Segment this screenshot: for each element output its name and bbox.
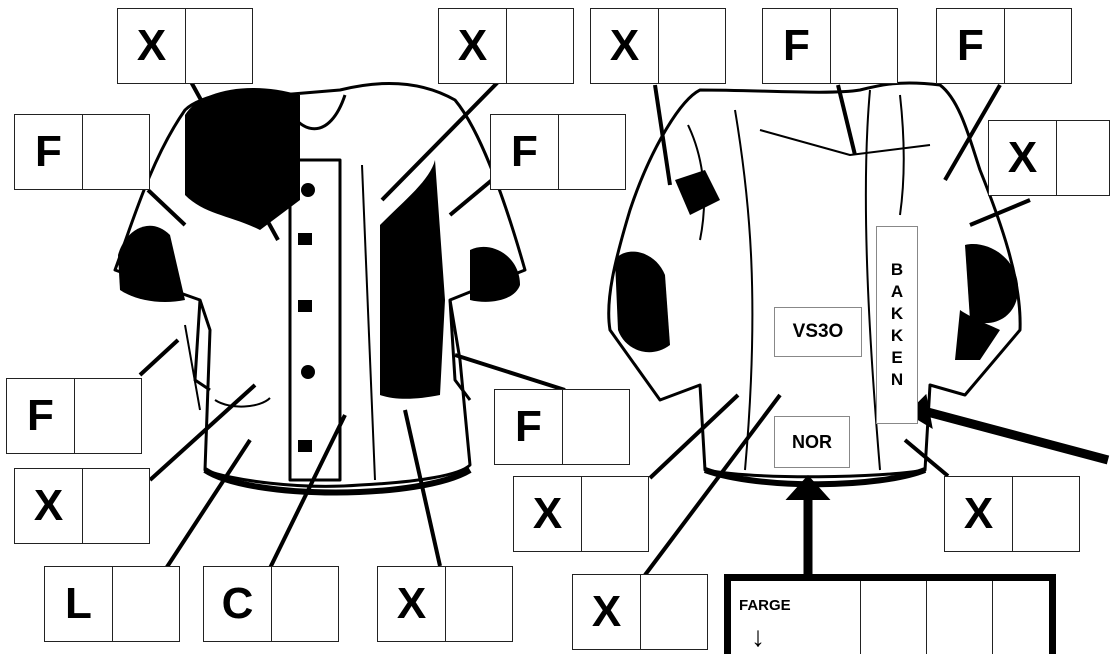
code-letter: F (7, 379, 75, 453)
code-entry-cell[interactable] (83, 469, 149, 543)
code-box: X (590, 8, 726, 84)
code-box: X (513, 476, 649, 552)
code-entry-cell[interactable] (582, 477, 648, 551)
code-entry-cell[interactable] (83, 115, 149, 189)
down-arrow-icon: ↓ (751, 623, 765, 651)
code-letter: F (763, 9, 831, 83)
code-entry-cell[interactable] (1005, 9, 1071, 83)
code-box: F (762, 8, 898, 84)
name-letter: B (891, 259, 903, 281)
name-letter: E (891, 347, 902, 369)
code-letter: F (937, 9, 1005, 83)
code-box: X (944, 476, 1080, 552)
code-entry-cell[interactable] (831, 9, 897, 83)
code-box: C (203, 566, 339, 642)
country-patch: NOR (774, 416, 850, 468)
code-entry-cell[interactable] (563, 390, 629, 464)
code-box: F (6, 378, 142, 454)
code-entry-cell[interactable] (1057, 121, 1109, 195)
code-letter: L (45, 567, 113, 641)
code-entry-cell[interactable] (507, 9, 573, 83)
code-box: X (14, 468, 150, 544)
code-entry-cell[interactable] (75, 379, 141, 453)
code-box: L (44, 566, 180, 642)
code-entry-cell[interactable] (272, 567, 338, 641)
color-table: FARGE ↓ (724, 574, 1056, 654)
code-entry-cell[interactable] (446, 567, 512, 641)
code-box: F (494, 389, 630, 465)
code-letter: F (491, 115, 559, 189)
code-box: X (988, 120, 1110, 196)
code-entry-cell[interactable] (559, 115, 625, 189)
color-entry-cell[interactable] (861, 581, 927, 654)
code-letter: X (439, 9, 507, 83)
code-letter: C (204, 567, 272, 641)
code-letter: X (378, 567, 446, 641)
name-letter: A (891, 281, 903, 303)
name-letter: K (891, 325, 903, 347)
code-box: X (377, 566, 513, 642)
color-entry-cell[interactable] (927, 581, 993, 654)
code-letter: X (945, 477, 1013, 551)
code-letter: F (15, 115, 83, 189)
code-entry-cell[interactable] (641, 575, 707, 649)
name-letter: N (891, 369, 903, 391)
code-letter: X (591, 9, 659, 83)
color-label-cell: FARGE ↓ (731, 581, 861, 654)
code-box: X (572, 574, 708, 650)
front-padding (118, 88, 520, 452)
color-label: FARGE (739, 597, 791, 614)
name-patch: B A K K E N (876, 226, 918, 424)
code-box: F (490, 114, 626, 190)
code-box: F (936, 8, 1072, 84)
code-entry-cell[interactable] (659, 9, 725, 83)
color-entry-cell[interactable] (993, 581, 1049, 654)
code-entry-cell[interactable] (1013, 477, 1079, 551)
code-letter: X (118, 9, 186, 83)
club-patch: VS3O (774, 307, 862, 357)
name-letter: K (891, 303, 903, 325)
code-box: F (14, 114, 150, 190)
code-box: X (117, 8, 253, 84)
code-letter: X (989, 121, 1057, 195)
code-letter: X (15, 469, 83, 543)
code-letter: X (514, 477, 582, 551)
code-entry-cell[interactable] (113, 567, 179, 641)
code-box: X (438, 8, 574, 84)
code-letter: F (495, 390, 563, 464)
code-entry-cell[interactable] (186, 9, 252, 83)
code-letter: X (573, 575, 641, 649)
